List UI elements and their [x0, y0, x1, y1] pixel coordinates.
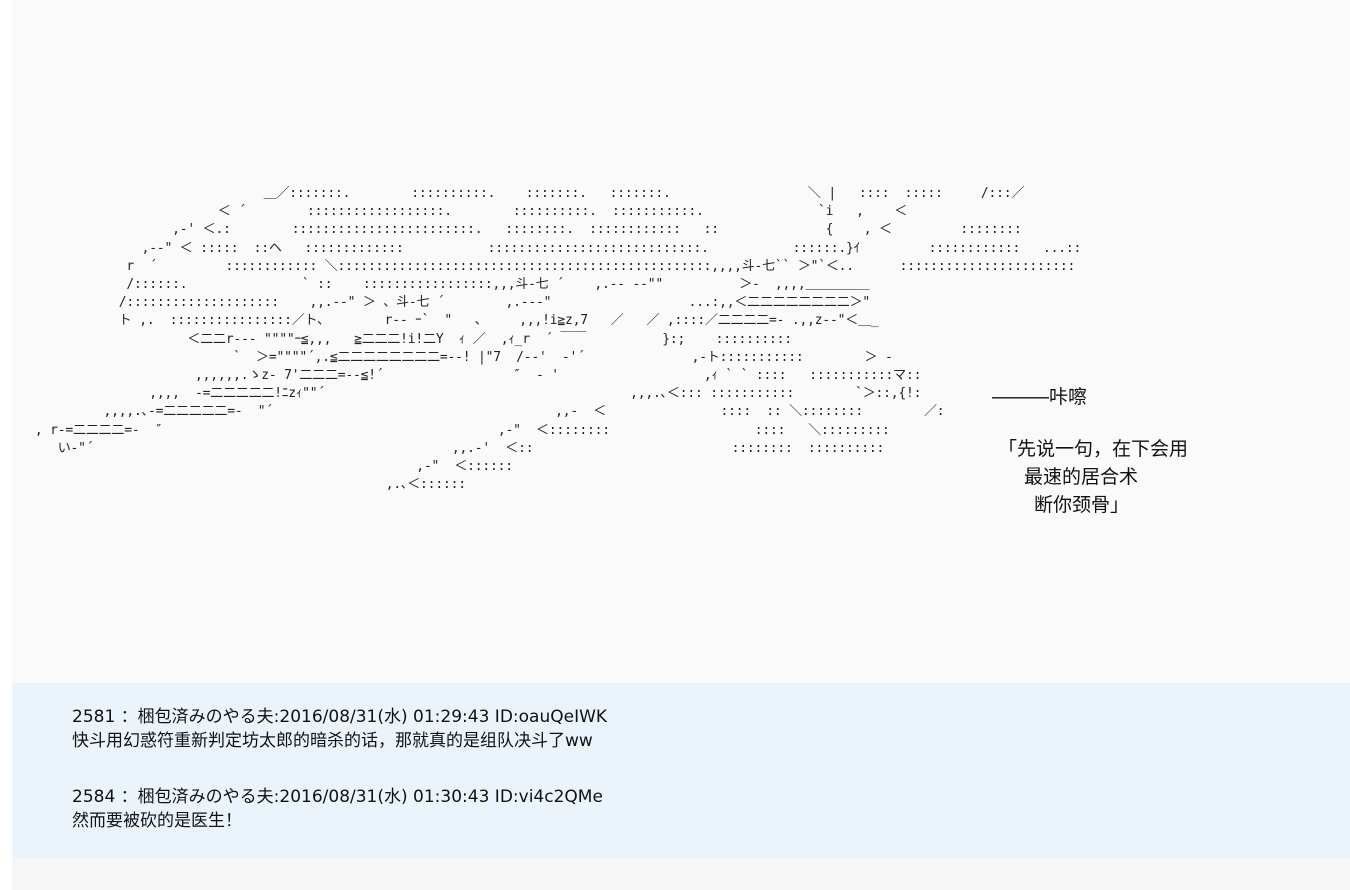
- comment-item: 2584 ：梱包済みのやる夫:2016/08/31(水) 01:30:43 ID…: [72, 785, 603, 833]
- comment-item: 2581 ：梱包済みのやる夫:2016/08/31(水) 01:29:43 ID…: [72, 705, 607, 753]
- thread-page: ＿／:::::::. ::::::::::. :::::::. :::::::.…: [12, 0, 1350, 890]
- comment-list: 2581 ：梱包済みのやる夫:2016/08/31(水) 01:29:43 ID…: [12, 683, 1350, 858]
- comment-body: 快斗用幻惑符重新判定坊太郎的暗杀的话，那就真的是组队决斗了ww: [72, 731, 593, 751]
- speech-line-1: 「先说一句，在下会用: [998, 438, 1189, 460]
- ascii-art: ＿／:::::::. ::::::::::. :::::::. :::::::.…: [34, 186, 1082, 493]
- speech-line-3: 断你颈骨」: [1034, 494, 1130, 516]
- comment-header: 2581 ：梱包済みのやる夫:2016/08/31(水) 01:29:43 ID…: [72, 707, 608, 727]
- comment-header: 2584 ：梱包済みのやる夫:2016/08/31(水) 01:30:43 ID…: [72, 787, 603, 807]
- sound-effect-text: ―――咔嚓: [992, 386, 1088, 408]
- comment-body: 然而要被砍的是医生！: [72, 811, 242, 831]
- ascii-art-panel: ＿／:::::::. ::::::::::. :::::::. :::::::.…: [12, 0, 1350, 683]
- speech-line-2: 最速的居合术: [1024, 466, 1139, 488]
